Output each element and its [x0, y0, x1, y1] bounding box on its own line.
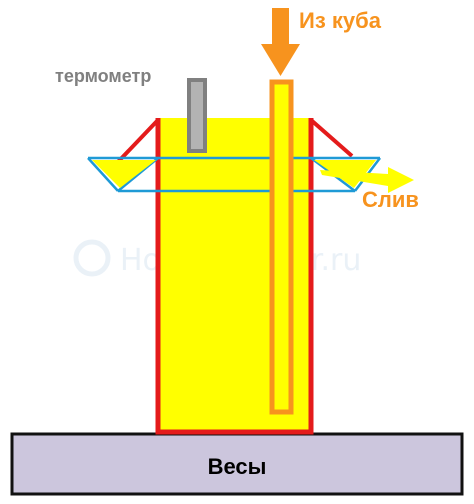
thermometer-label: термометр	[55, 66, 151, 86]
vessel	[155, 118, 314, 435]
watermark-drop-icon	[73, 239, 111, 277]
inlet-arrow-icon	[261, 8, 300, 76]
scale	[10, 432, 464, 496]
funnel-liquid-left	[92, 160, 156, 188]
vessel-lip-right	[309, 118, 354, 158]
inlet-label: Из куба	[299, 8, 382, 33]
vessel-lip-left	[114, 118, 160, 166]
scale-label: Весы	[208, 454, 267, 479]
inlet-pipe	[269, 79, 294, 415]
drain-arrow-icon	[320, 167, 414, 193]
drain-label: Слив	[362, 187, 419, 212]
funnel-collar	[87, 156, 381, 193]
thermometer	[187, 78, 207, 153]
